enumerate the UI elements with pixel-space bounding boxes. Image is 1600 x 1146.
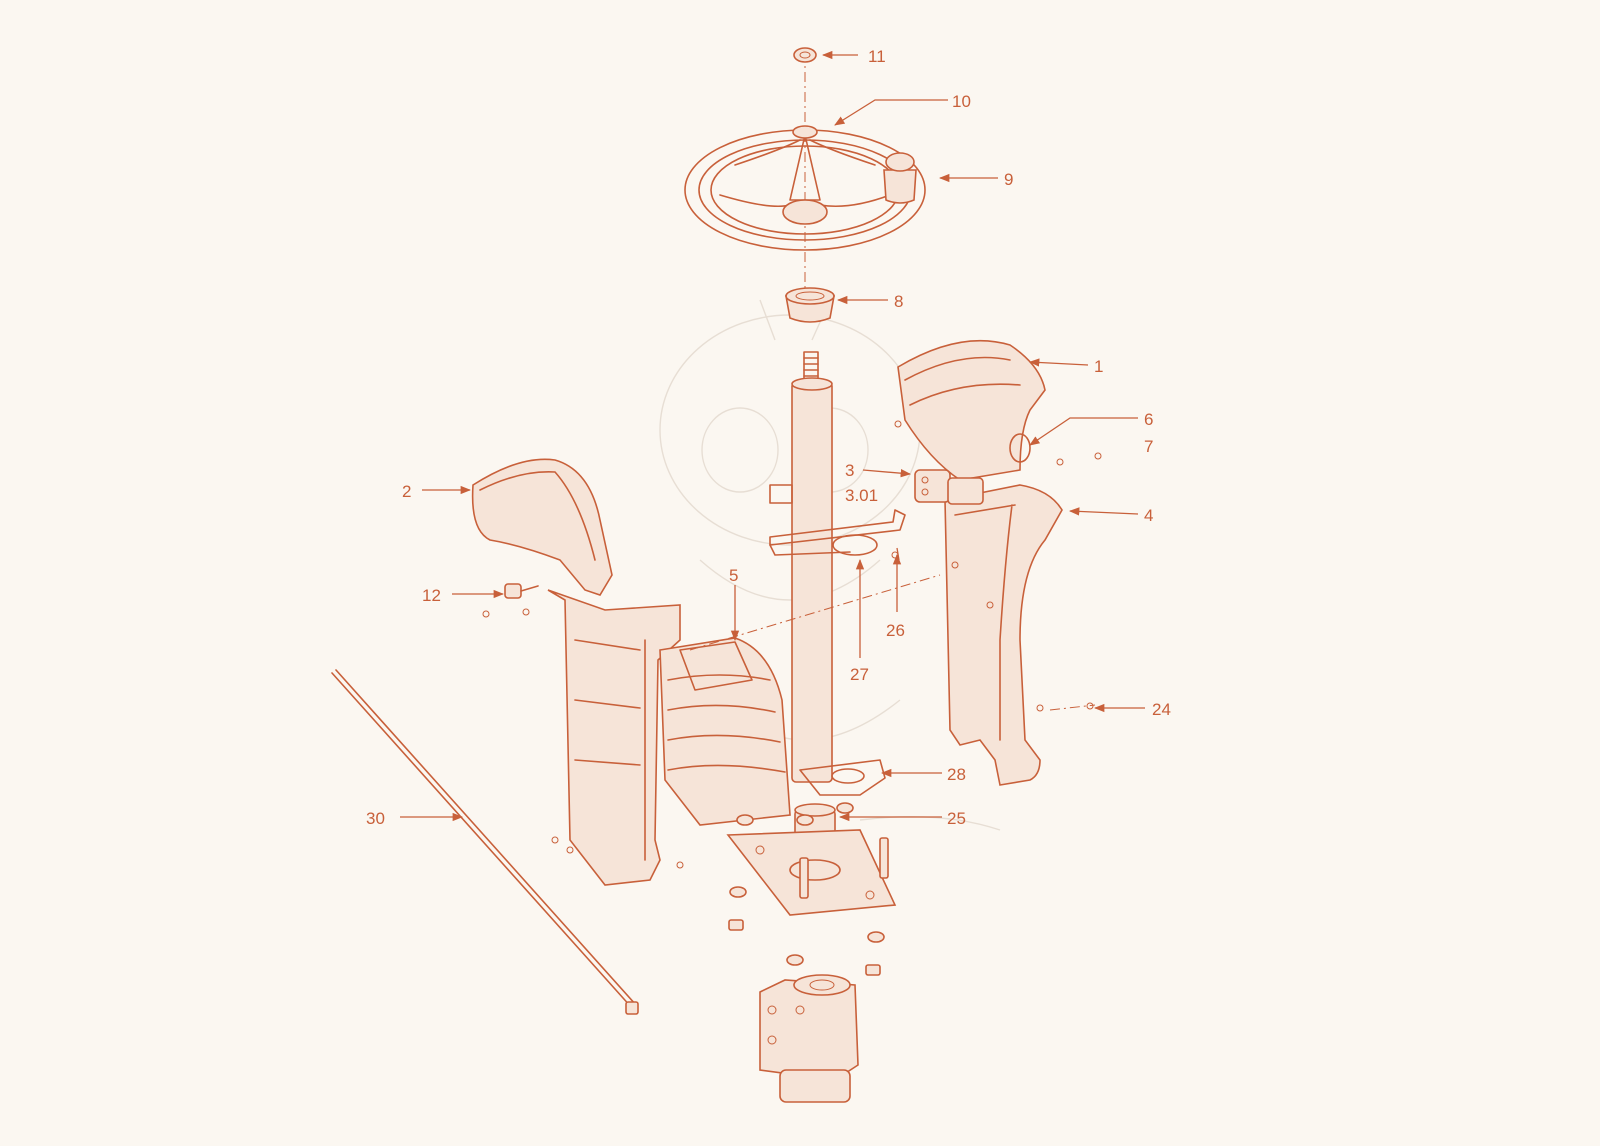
part-11-nut [793, 47, 817, 63]
callout-24: 24 [1152, 700, 1171, 719]
callout-8: 8 [894, 292, 903, 311]
part-base-plate [726, 829, 897, 916]
callout-1: 1 [1094, 357, 1103, 376]
callout-3: 3 [845, 461, 854, 480]
part-1-right-shroud-upper [897, 339, 1046, 481]
callout-4: 4 [1144, 506, 1153, 525]
callout-11: 11 [868, 47, 886, 66]
callout-2: 2 [402, 482, 411, 501]
part-4-right-shroud-lower [944, 484, 1063, 786]
callout-25: 25 [947, 809, 966, 828]
washers-nuts [551, 420, 1102, 976]
callout-6: 6 [1144, 410, 1153, 429]
callout-10: 10 [952, 92, 971, 111]
part-12-screw [482, 583, 539, 618]
callout-26: 26 [886, 621, 905, 640]
callout-9: 9 [1004, 170, 1013, 189]
part-8-hub [785, 287, 835, 323]
callout-28: 28 [947, 765, 966, 784]
steering-column [791, 351, 833, 783]
part-2-left-shroud-upper [471, 458, 613, 596]
part-5-boot [659, 637, 791, 826]
part-left-shroud-lower [547, 589, 681, 886]
part-3-ignition-switch [914, 469, 984, 505]
callout-labels: 11 10 9 8 1 6 7 3 3.01 4 2 12 5 26 27 24… [366, 47, 1171, 828]
callout-30: 30 [366, 809, 385, 828]
part-steering-valve [759, 974, 859, 1103]
callout-27: 27 [850, 665, 869, 684]
callout-5: 5 [729, 566, 738, 585]
part-30-cable-tie [331, 669, 639, 1015]
part-27-bracket [769, 484, 906, 561]
part-9-steering-wheel [684, 125, 926, 251]
alignment-line-2 [1049, 704, 1096, 711]
callout-7: 7 [1144, 437, 1153, 456]
leader-lines [400, 50, 1145, 822]
callout-12: 12 [422, 586, 441, 605]
callout-3-01: 3.01 [845, 486, 878, 505]
